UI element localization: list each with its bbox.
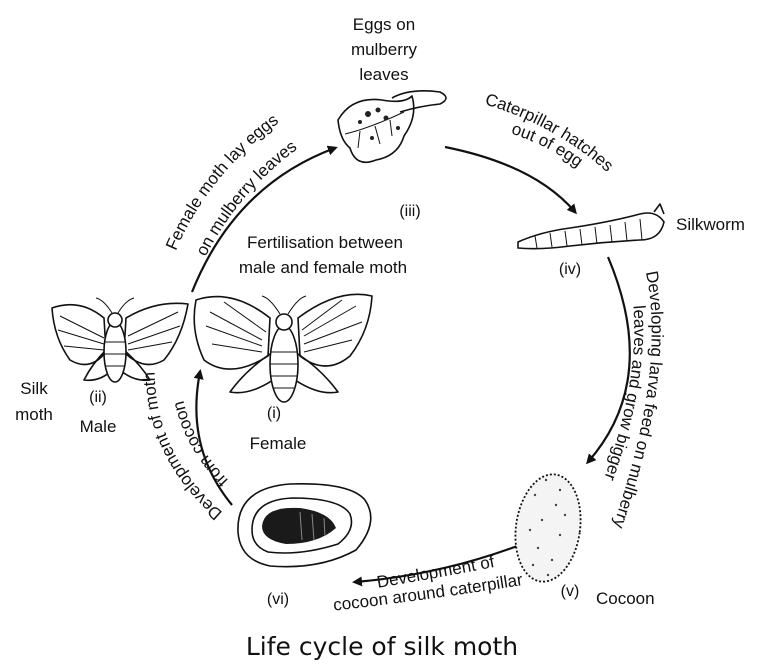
fertilisation-label-line-1: Fertilisation between: [247, 233, 403, 252]
cocoon-label: Cocoon: [596, 589, 655, 608]
eggs-label-line-2: mulberry: [351, 40, 418, 59]
female-stage-number: (i): [267, 405, 281, 422]
eggs-label-line-1: Eggs on: [353, 15, 415, 34]
pupa-in-cocoon-illustration: [238, 484, 371, 567]
pupa-stage-number: (vi): [267, 591, 289, 608]
fertilisation-label-line-2: male and female moth: [239, 258, 407, 277]
cocoon-illustration: [509, 470, 587, 586]
male-moth-illustration: [52, 298, 188, 382]
mulberry-leaf-eggs-illustration: [338, 91, 446, 162]
silkworm-illustration: [518, 204, 664, 249]
diagram-title: Life cycle of silk moth: [246, 632, 518, 661]
male-label: Male: [80, 417, 117, 436]
cocoon-stage-number: (v): [561, 583, 580, 600]
silk-moth-label-line-2: moth: [15, 405, 53, 424]
female-moth-illustration: [194, 294, 372, 402]
silkworm-label: Silkworm: [676, 215, 745, 234]
eggs-label-line-3: leaves: [359, 65, 408, 84]
silkworm-stage-number: (iv): [559, 261, 581, 278]
male-stage-number: (ii): [89, 389, 107, 406]
moth-development-label-line-1: Development of moth: [140, 372, 226, 524]
eggs-stage-number: (iii): [399, 203, 420, 220]
silk-moth-label-line-1: Silk: [20, 379, 48, 398]
female-label: Female: [250, 434, 307, 453]
